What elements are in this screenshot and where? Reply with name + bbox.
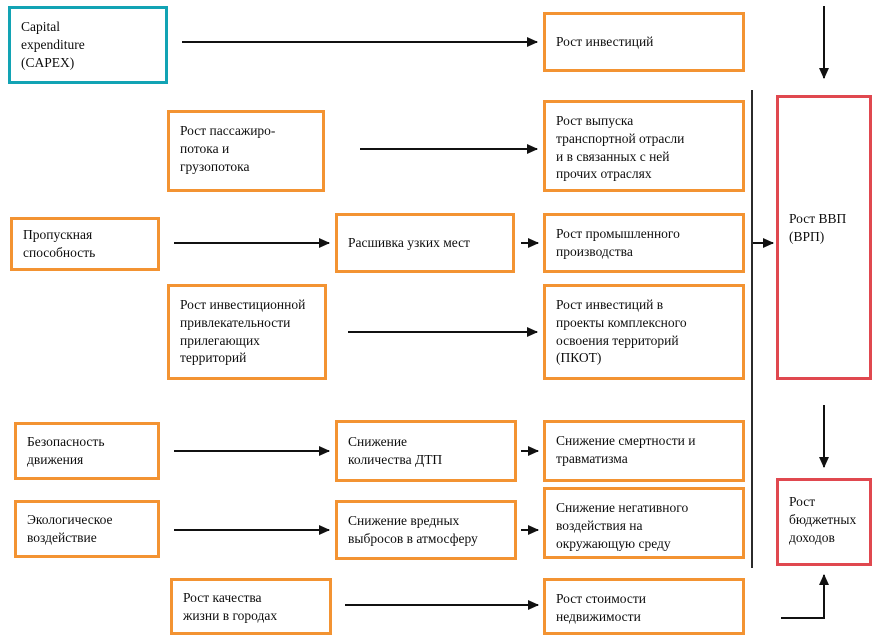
- node-throughput[interactable]: Пропускная способность: [10, 217, 160, 271]
- arrow-capex-to-investment-growth: [182, 41, 537, 43]
- collector-line-vertical: [751, 90, 753, 568]
- node-capex[interactable]: Capital expenditure (CAPEX): [8, 6, 168, 84]
- arrow-throughput-to-bottleneck: [174, 242, 329, 244]
- arrow-collector-to-gdp: [753, 242, 773, 244]
- arrow-top-into-gdp: [823, 6, 825, 78]
- arrow-gdp-to-budget-revenue: [823, 405, 825, 467]
- node-traffic-safety[interactable]: Безопасность движения: [14, 422, 160, 480]
- node-negative-impact-reduction[interactable]: Снижение негативного воздействия на окру…: [543, 487, 745, 559]
- node-quality-of-life[interactable]: Рост качества жизни в городах: [170, 578, 332, 635]
- line-real-estate-to-budget-feed: [781, 617, 825, 619]
- node-mortality-reduction[interactable]: Снижение смертности и травматизма: [543, 420, 745, 482]
- node-emissions-reduction[interactable]: Снижение вредных выбросов в атмосферу: [335, 500, 517, 560]
- node-investment-growth[interactable]: Рост инвестиций: [543, 12, 745, 72]
- arrow-bottleneck-to-industrial: [521, 242, 538, 244]
- arrow-attractiveness-to-pkot: [348, 331, 537, 333]
- node-gdp-growth[interactable]: Рост ВВП (ВРП): [776, 95, 872, 380]
- node-investment-attractiveness[interactable]: Рост инвестиционной привлекательности пр…: [167, 284, 327, 380]
- node-accidents-reduction[interactable]: Снижение количества ДТП: [335, 420, 517, 482]
- node-industrial-production-growth[interactable]: Рост промышленного производства: [543, 213, 745, 273]
- arrow-emissions-to-negative-impact: [521, 529, 538, 531]
- arrow-feed-up-into-budget-revenue: [823, 575, 825, 618]
- node-bottleneck-removal[interactable]: Расшивка узких мест: [335, 213, 515, 273]
- node-pkot-investment-growth[interactable]: Рост инвестиций в проекты комплексного о…: [543, 284, 745, 380]
- node-ecological-impact[interactable]: Экологическое воздействие: [14, 500, 160, 558]
- arrow-ecology-to-emissions: [174, 529, 329, 531]
- arrow-safety-to-accidents: [174, 450, 329, 452]
- node-real-estate-value-growth[interactable]: Рост стоимости недвижимости: [543, 578, 745, 635]
- arrow-accidents-to-mortality: [521, 450, 538, 452]
- node-budget-revenue-growth[interactable]: Рост бюджетных доходов: [776, 478, 872, 566]
- node-transport-output-growth[interactable]: Рост выпуска транспортной отрасли и в св…: [543, 100, 745, 192]
- arrow-flow-to-transport-output: [360, 148, 537, 150]
- arrow-quality-to-real-estate: [345, 604, 538, 606]
- node-passenger-freight-flow[interactable]: Рост пассажиро- потока и грузопотока: [167, 110, 325, 192]
